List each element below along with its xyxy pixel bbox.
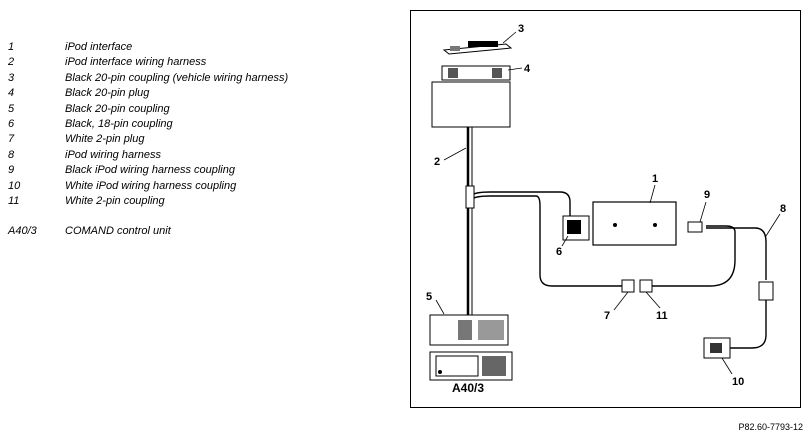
legend-number: 2 [8,56,15,69]
coupling-6 [562,215,590,241]
comand-unit-label: A40/3 [452,381,484,395]
legend-description: White 2-pin plug [65,133,145,146]
harness-11-to-9 [650,225,736,287]
legend-row: 10 White iPod wiring harness coupling [8,179,398,194]
callout-4: 4 [524,63,531,75]
legend-row: 2 iPod interface wiring harness [8,55,398,70]
coupling-5 [429,314,509,346]
callout-2: 2 [434,156,440,168]
legend-description: Black 20-pin plug [65,87,150,100]
legend-row: A40/3 COMAND control unit [8,224,398,239]
legend-description: Black iPod wiring harness coupling [65,164,235,177]
callout-1: 1 [652,173,658,185]
callout-3: 3 [518,23,524,35]
comand-unit [429,351,513,381]
legend-description: White 2-pin coupling [65,194,165,207]
coupling-9 [687,221,703,233]
callout-9: 9 [704,189,710,201]
wiring-diagram: 3 4 2 1 9 8 6 7 11 5 10 A40/3 [426,23,786,395]
legend-number: 7 [8,133,15,146]
legend-row: 6 Black, 18-pin coupling [8,117,398,132]
legend-row: 5 Black 20-pin coupling [8,102,398,117]
plug-4 [441,65,511,81]
harness-branch-7 [471,195,625,287]
coupling-10 [703,337,731,359]
callout-6: 6 [556,246,562,258]
callout-8: 8 [780,203,786,215]
legend-number: 6 [8,117,15,130]
legend-row: 1 iPod interface [8,40,398,55]
coupling-11 [639,279,653,293]
ipod-interface-1 [592,201,677,246]
legend-number: A40/3 [8,225,37,238]
callout-7: 7 [604,310,610,322]
legend-number: 5 [8,102,15,115]
legend-row: 3 Black 20-pin coupling (vehicle wiring h… [8,71,398,86]
diagram-frame [410,10,801,408]
legend-description: iPod wiring harness [65,148,161,161]
component-legend: 1 iPod interface 2 iPod interface wiring h… [8,40,398,240]
callout-5: 5 [426,291,432,303]
figure-code: P82.60-7793-12 [738,422,803,432]
legend-number: 10 [8,179,21,192]
legend-row: 9 Black iPod wiring harness coupling [8,163,398,178]
harness-8-plug [758,281,774,301]
legend-row: 8 iPod wiring harness [8,148,398,163]
legend-description: COMAND control unit [65,225,171,238]
harness-branch-6 [471,191,571,222]
ipod-harness-8-lower [728,300,767,349]
legend-description: iPod interface [65,41,133,53]
legend-number: 4 [8,87,15,100]
plug-7 [621,279,635,293]
ipod-harness-8 [706,227,767,280]
legend-row: 11 White 2-pin coupling [8,194,398,209]
legend-number: 8 [8,148,15,161]
legend-description: Black 20-pin coupling (vehicle wiring ha… [65,71,289,84]
legend-row: 4 Black 20-pin plug [8,86,398,101]
legend-number: 1 [8,41,15,53]
legend-description: Black, 18-pin coupling [65,117,173,130]
legend-number: 3 [8,71,15,84]
vehicle-module-box [431,81,511,128]
legend-description: Black 20-pin coupling [65,102,170,115]
legend-row: 7 White 2-pin plug [8,132,398,147]
legend-description: iPod interface wiring harness [65,56,207,69]
interface-screw [613,223,617,227]
callout-10: 10 [732,376,744,388]
legend-number: 11 [8,194,20,207]
interface-screw [653,223,657,227]
harness-junction [465,185,475,209]
callout-11: 11 [656,310,668,322]
legend-description: White iPod wiring harness coupling [65,179,237,192]
coupling-3 [442,41,513,55]
legend-number: 9 [8,164,15,177]
